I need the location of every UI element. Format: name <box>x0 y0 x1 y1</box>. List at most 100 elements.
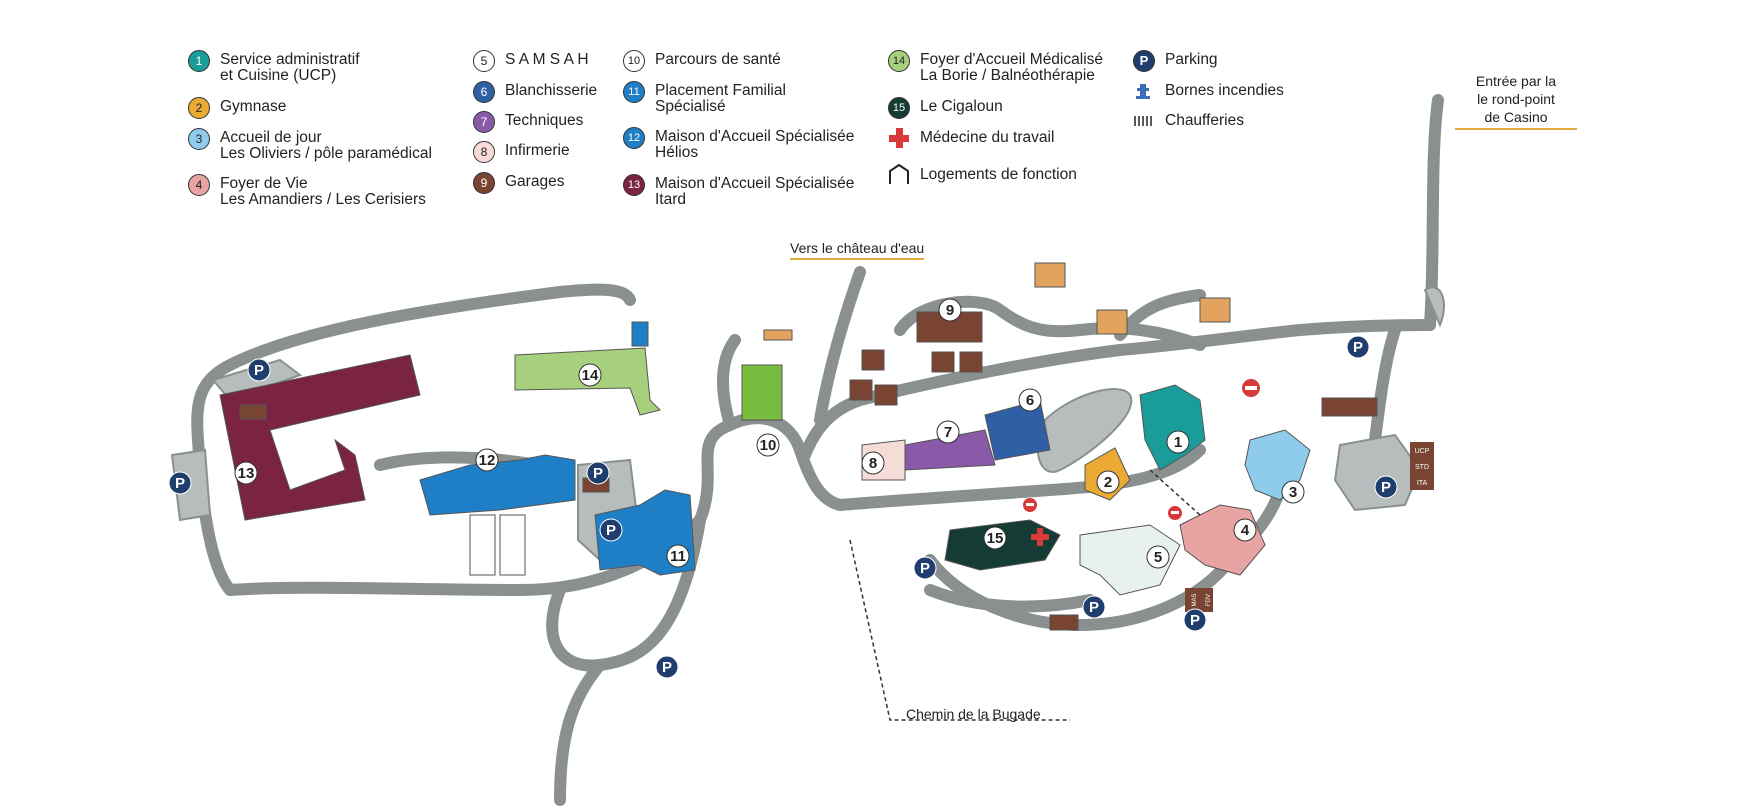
legend-badge-4: 4 <box>188 174 210 196</box>
label-15: 15 <box>983 526 1007 550</box>
garage-c <box>959 351 983 373</box>
entree-line-1: Entrée par la <box>1475 73 1557 89</box>
garage-a <box>861 349 885 371</box>
legend-item-bornes: Bornes incendies <box>1133 83 1284 102</box>
legend-badge-2: 2 <box>188 97 210 119</box>
svg-text:13: 13 <box>238 465 255 482</box>
svg-text:P: P <box>920 560 930 577</box>
legend-badge-7: 7 <box>473 111 495 133</box>
svg-text:5: 5 <box>1154 549 1162 566</box>
legend-item-6: 6 Blanchisserie <box>473 81 598 103</box>
entree-line-3: de Casino <box>1484 109 1548 125</box>
label-9: 9 <box>938 298 962 322</box>
parking-icon: P <box>1183 608 1207 632</box>
legend-badge-6: 6 <box>473 81 495 103</box>
svg-text:P: P <box>1353 339 1363 356</box>
legend-badge-12: 12 <box>623 127 645 149</box>
legend-label: Spécialisé <box>655 98 726 115</box>
svg-text:P: P <box>1089 599 1099 616</box>
svg-text:P: P <box>254 362 264 379</box>
building-14-blue <box>631 321 649 347</box>
parking-icon: P <box>1374 475 1398 499</box>
legend-label: Foyer de Vie <box>220 175 308 192</box>
building-sports-field <box>741 364 783 421</box>
label-5: 5 <box>1146 545 1170 569</box>
label-12: 12 <box>475 448 499 472</box>
house-c <box>1199 297 1231 323</box>
svg-text:14: 14 <box>582 367 599 384</box>
parking-icon: P <box>1082 595 1106 619</box>
legend-label: Foyer d'Accueil Médicalisé <box>920 51 1104 68</box>
legend-label: Parcours de santé <box>655 51 781 68</box>
parking-icon: P <box>1133 50 1155 72</box>
legend-label: Parking <box>1165 51 1218 68</box>
road-east-right <box>1369 324 1401 446</box>
svg-text:9: 9 <box>946 302 954 319</box>
legend-badge-13: 13 <box>623 174 645 196</box>
legend-label: Logements de fonction <box>920 166 1077 183</box>
label-chateau-d-eau: Vers le château d'eau <box>790 240 925 260</box>
dashed-path-bugade <box>849 539 1070 721</box>
white-blocks <box>469 514 526 576</box>
road-center-north <box>799 394 866 461</box>
staff-housing <box>763 262 1231 341</box>
no-entry-icon <box>1023 498 1037 512</box>
fire-hydrant-icon <box>1136 84 1150 99</box>
legend-badge-8: 8 <box>473 141 495 163</box>
no-entry-icon <box>1168 506 1182 520</box>
no-entry-signs <box>1023 379 1260 520</box>
svg-text:P: P <box>593 465 603 482</box>
red-cross-icon <box>1031 528 1049 546</box>
legend-label: Bornes incendies <box>1165 82 1284 99</box>
svg-text:P: P <box>606 522 616 539</box>
plaza-entrance <box>1423 286 1445 328</box>
legend-badge-10: 10 <box>623 50 645 72</box>
legend-item-9: 9 Garages <box>473 172 564 194</box>
sign-fdv: FDV <box>1206 594 1212 606</box>
legend-item-8: 8 Infirmerie <box>473 141 570 163</box>
legend-label: Les Amandiers / Les Cerisiers <box>220 191 426 208</box>
building-5-samsah <box>1079 524 1181 596</box>
dashed-path-admin <box>1149 469 1201 516</box>
buildings <box>219 262 1378 631</box>
svg-text:2: 2 <box>1104 474 1112 491</box>
parkings: P P P P P P P P P P <box>168 335 1398 679</box>
label-3: 3 <box>1281 480 1305 504</box>
legend-label: Hélios <box>655 144 699 161</box>
label-2: 2 <box>1096 470 1120 494</box>
parking-icon: P <box>655 655 679 679</box>
road-southeast-inner <box>924 584 1096 613</box>
boiler-a <box>239 404 267 420</box>
garage-b <box>931 351 955 373</box>
svg-text:8: 8 <box>869 455 877 472</box>
legend-item-5: 5 S A M S A H <box>473 50 589 72</box>
svg-text:P: P <box>175 475 185 492</box>
label-chemin-bugade: Chemin de la Bugade <box>906 706 1041 722</box>
legend-item-parking: P Parking <box>1133 50 1218 72</box>
legend-label: Blanchisserie <box>505 82 598 99</box>
boiler-icon <box>1134 116 1152 126</box>
red-cross-icon <box>889 128 909 148</box>
svg-text:11: 11 <box>670 548 686 565</box>
legend-badge-14: 14 <box>888 50 910 72</box>
road-east-main <box>834 444 1206 511</box>
legend-item-medecine: Médecine du travail <box>888 128 1054 149</box>
sign-group-east: UCP STD ITA <box>1410 442 1434 490</box>
parking-icon: P <box>586 461 610 485</box>
entree-line-2: le rond-point <box>1477 91 1555 107</box>
parking-icon: P <box>1346 335 1370 359</box>
garage-f <box>1321 397 1378 417</box>
legend-item-10: 10 Parcours de santé <box>623 50 781 72</box>
label-11: 11 <box>666 544 690 568</box>
road-to-north <box>814 266 866 426</box>
legend-label: Maison d'Accueil Spécialisée <box>655 128 855 145</box>
legend-label: Service administratif <box>220 51 360 68</box>
legend-label: Le Cigaloun <box>920 98 1003 115</box>
legend-label: Chaufferies <box>1165 112 1244 129</box>
svg-text:P: P <box>1381 479 1391 496</box>
